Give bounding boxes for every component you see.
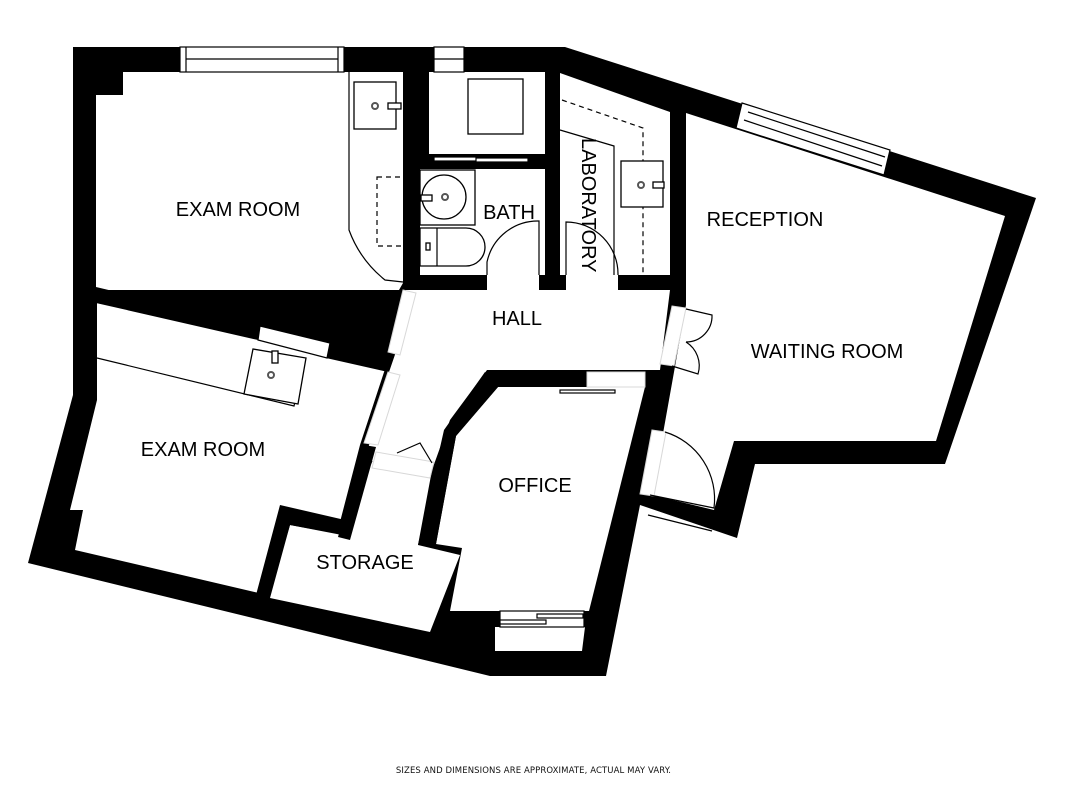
openings	[363, 275, 687, 497]
exam-2-sink	[243, 348, 307, 405]
window-office	[499, 610, 585, 628]
hall-floor	[365, 290, 670, 470]
storage-floor	[270, 460, 460, 632]
label-exam-room-2: EXAM ROOM	[141, 439, 265, 461]
window-reception	[735, 102, 891, 176]
exam-1-cabinet	[376, 176, 405, 247]
exam-room-2-doorway	[363, 371, 401, 446]
waiting-room-floor	[652, 113, 1005, 510]
storage-doorway	[371, 451, 435, 479]
lab-counter	[559, 129, 615, 275]
disclaimer-text: SIZES AND DIMENSIONS ARE APPROXIMATE, AC…	[395, 766, 672, 776]
label-hall: HALL	[492, 308, 542, 330]
fixtures	[96, 72, 665, 407]
office-floor	[436, 387, 645, 611]
exam-room-2-floor	[70, 303, 388, 594]
label-waiting-room: WAITING ROOM	[751, 341, 904, 363]
window-exam-1	[179, 46, 345, 73]
window-closet	[433, 46, 465, 73]
exam-room-1-doorway	[387, 289, 417, 356]
label-exam-room-1: EXAM ROOM	[176, 199, 300, 221]
label-storage: STORAGE	[316, 552, 413, 574]
laboratory-doorway	[566, 275, 618, 290]
bath-doorway	[487, 275, 539, 290]
closet-cabinet	[467, 78, 524, 135]
door-swings	[396, 156, 716, 532]
exam-room-1-floor	[96, 72, 403, 290]
label-office: OFFICE	[498, 475, 571, 497]
lab-cabinet	[561, 99, 644, 275]
office-doorway	[586, 371, 646, 388]
exam-1-counter	[348, 72, 404, 283]
bath-toilet	[419, 227, 486, 267]
room-labels: EXAM ROOM EXAM ROOM BATH LABORATORY RECE…	[141, 138, 904, 574]
windows	[179, 46, 891, 628]
label-bath: BATH	[483, 202, 535, 224]
label-laboratory: LABORATORY	[577, 138, 599, 273]
office-bay-floor	[495, 627, 585, 651]
label-reception: RECEPTION	[707, 209, 824, 231]
window-exam-2	[257, 325, 331, 359]
